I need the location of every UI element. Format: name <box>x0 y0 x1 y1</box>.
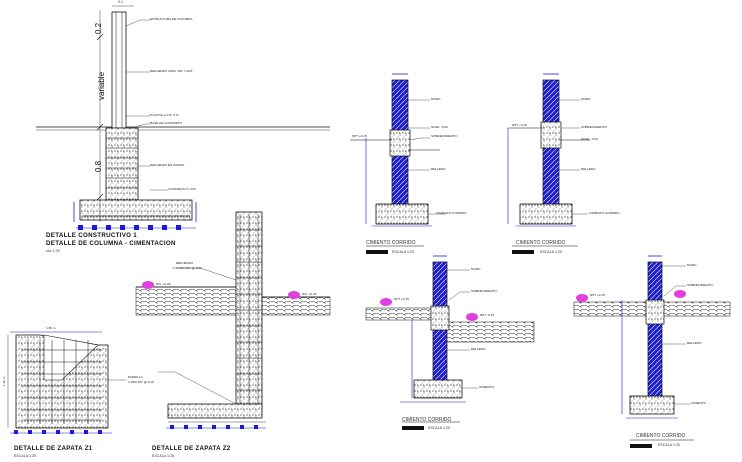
note-a-5: REFUERZO EN ZAPATA <box>150 163 185 167</box>
c4-label-2: NPT +0.15 <box>590 293 605 297</box>
detail-zapata-t1 <box>7 331 126 434</box>
note-a-6: CONCRETO f'c 200 <box>168 187 196 191</box>
c2-scale: ESCALA 1:20 <box>540 250 562 254</box>
c2-title: CIMIENTO CORRIDO <box>516 240 566 246</box>
detail-cimiento-4 <box>573 255 731 448</box>
zapata-t1-side: 1.20 m <box>2 376 6 386</box>
c4-title: CIMIENTO CORRIDO <box>636 433 686 439</box>
detail-a-title-1: DETALLE CONSTRUCTIVO 1 <box>46 232 138 239</box>
zapata-t2-note-2: 3 VAR 1/2" @ 0.20 <box>176 266 202 270</box>
zapata-t2-level-a: NIV. +0.00 <box>156 282 171 286</box>
c1-label-3: SOBRECIMIENTO <box>431 134 457 138</box>
c1-label-4: NIVEL -0.60 <box>431 125 448 129</box>
c3-label-4: NPT -0.15 <box>480 313 495 317</box>
c1-label-1: MURO <box>431 97 441 101</box>
c1-label-5: RELLENO <box>431 167 446 171</box>
detail-cimiento-2 <box>507 73 590 254</box>
note-a-4: BASE DE CONCRETO <box>150 121 182 125</box>
c2-label-3: SOBRECIMIENTO <box>581 125 607 129</box>
detail-cimiento-3 <box>365 255 535 430</box>
c1-label-6: CIMIENTO CORRIDO <box>436 211 467 215</box>
c3-label-6: CIMIENTO <box>479 385 495 389</box>
zapata-t1-title: DETALLE DE ZAPATA Z1 <box>14 445 93 452</box>
zapata-t2-level-b: NIV. +0.00 <box>302 292 317 296</box>
c1-label-2: NPT +0.15 <box>352 134 367 138</box>
note-a-3: PLANTILLA 1/2" X 6" <box>150 113 180 117</box>
c4-label-3: SOBRECIMIENTO <box>687 283 713 287</box>
c4-label-1: MURO <box>687 263 697 267</box>
c3-label-5: RELLENO <box>471 347 486 351</box>
zapata-t1-note-1: PARRILLA <box>128 375 143 379</box>
c3-label-3: SOBRECIMIENTO <box>471 289 497 293</box>
zapata-t1-scale: ESCALA 1:25 <box>14 454 36 458</box>
c3-label-1: MURO <box>471 267 481 271</box>
c2-label-2: NPT +0.15 <box>512 123 527 127</box>
zapata-t1-note-2: 4 VAR 3/8" @ 0.15 <box>128 380 154 384</box>
zapata-t2-scale: ESCALA 1:25 <box>152 454 174 458</box>
detail-zapata-t2 <box>135 211 331 429</box>
c2-label-4: NIVEL -0.60 <box>581 137 598 141</box>
c2-label-6: CIMIENTO CORRIDO <box>589 211 620 215</box>
dim-mid: 0.8 <box>94 160 103 172</box>
dim-variable: variable <box>97 71 106 100</box>
zapata-t1-dim: 1.50 m <box>46 326 56 330</box>
detail-a-scale: esc 1:25 <box>46 249 60 253</box>
c3-scale: ESCALA 1:20 <box>428 426 450 430</box>
dim-top: 0.1 <box>118 0 123 4</box>
c1-title: CIMIENTO CORRIDO <box>366 240 416 246</box>
c2-label-1: MURO <box>581 97 591 101</box>
zapata-t2-note-1: REFUERZO <box>176 261 194 265</box>
zapata-t2-title: DETALLE DE ZAPATA Z2 <box>152 445 231 452</box>
c3-label-2: NPT +0.15 <box>394 297 409 301</box>
detail-cimiento-1 <box>350 73 446 254</box>
dim-low: 0.2 <box>94 22 103 34</box>
note-a-2: REFUERZO 4VAR. 3/8" Y EST. <box>150 69 194 73</box>
c2-label-5: RELLENO <box>581 167 596 171</box>
detail-column-footing <box>36 5 330 230</box>
c4-scale: ESCALA 1:20 <box>658 443 680 447</box>
c3-title: CIMIENTO CORRIDO <box>402 417 452 423</box>
note-a-1: ESTRUCTURA DE COLUMNA <box>150 17 193 21</box>
c4-label-5: CIMIENTO <box>691 401 707 405</box>
c4-label-4: RELLENO <box>687 341 702 345</box>
detail-a-title-2: DETALLE DE COLUMNA - CIMENTACION <box>46 240 176 247</box>
c1-scale: ESCALA 1:20 <box>392 250 414 254</box>
